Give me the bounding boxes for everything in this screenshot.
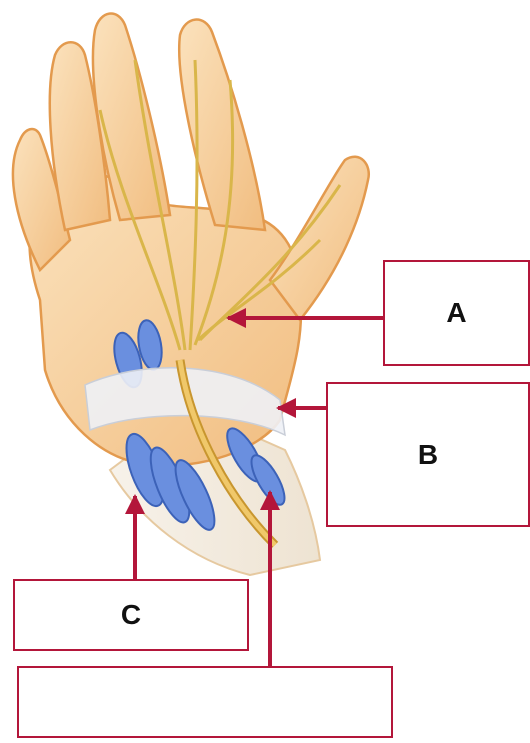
label-box-b: B [326,382,530,527]
index-finger [179,20,265,230]
label-a: A [446,297,466,329]
label-box-a: A [383,260,530,366]
label-box-d [17,666,393,738]
label-box-c: C [13,579,249,651]
label-c: C [121,599,141,631]
label-b: B [418,439,438,471]
